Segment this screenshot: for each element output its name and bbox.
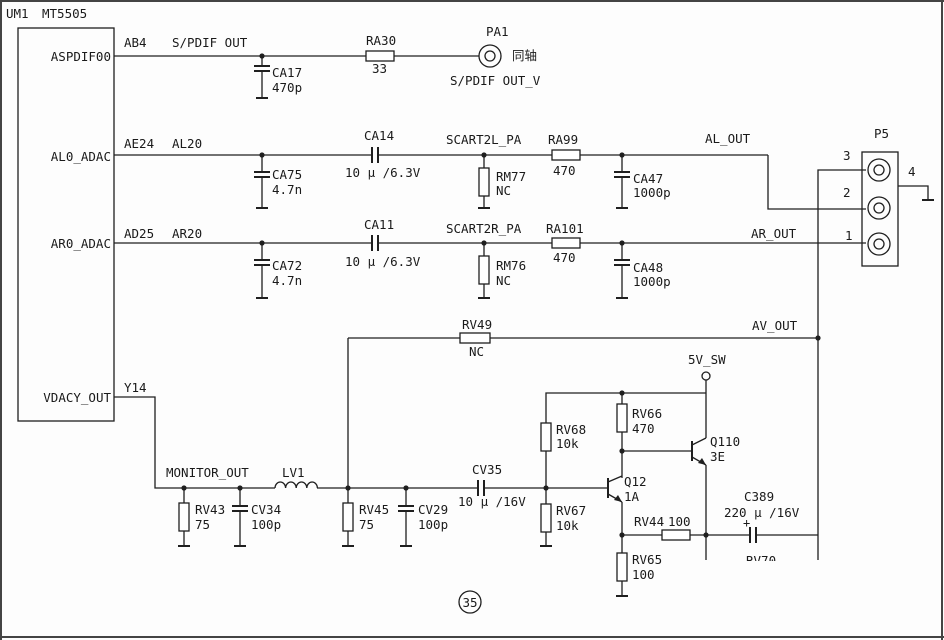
component-value: 10k [556, 518, 579, 533]
ic-part: MT5505 [42, 6, 87, 21]
component-value: 100p [418, 517, 448, 532]
pin-number: 2 [843, 185, 851, 200]
component-value: 10 μ /6.3V [345, 165, 421, 180]
component-value: 470 [553, 250, 576, 265]
av-out-bus: RV49 NC AV_OUT [347, 317, 821, 488]
component-value: 1A [624, 489, 640, 504]
component-value: 10 μ /16V [458, 494, 526, 509]
component-value: 10k [556, 436, 579, 451]
component-value: 75 [359, 517, 374, 532]
net-label: SCART2R_PA [446, 221, 522, 236]
ic-ref: UM1 [6, 6, 29, 21]
component-ref: LV1 [282, 465, 305, 480]
component-value: 10 μ /6.3V [345, 254, 421, 269]
video-circuit: MONITOR_OUT LV1 RV43 75 CV34 100p RV45 7… [114, 352, 818, 597]
component-ref: RM77 [496, 169, 526, 184]
connector-ref: P5 [874, 126, 889, 141]
component-ref: RV49 [462, 317, 492, 332]
net-label: AR_OUT [751, 226, 797, 241]
component-ref: RV65 [632, 552, 662, 567]
component-ref: Q12 [624, 474, 647, 489]
component-value: 470 [553, 163, 576, 178]
pin-name: ASPDIF00 [51, 49, 111, 64]
component-ref: CA48 [633, 260, 663, 275]
component-ref: RV44 [634, 514, 664, 529]
audio-left-circuit: AL20 CA14 10 μ /6.3V CA75 4.7n SCART2L_P… [114, 128, 866, 210]
connector-p5: P5 1 2 3 4 [817, 126, 934, 560]
pin-name: AR0_ADAC [51, 236, 111, 251]
component-ref: RV67 [556, 503, 586, 518]
net-label: AR20 [172, 226, 202, 241]
page-number-text: 35 [462, 595, 477, 610]
ic-um1: UM1 MT5505 ASPDIF00 AL0_ADAC AR0_ADAC VD… [6, 6, 154, 422]
pin-number: Y14 [124, 380, 147, 395]
net-label: AL20 [172, 136, 202, 151]
net-label: S/PDIF OUT_V [450, 73, 541, 88]
pin-name: VDACY_OUT [43, 390, 111, 405]
component-value: 1000p [633, 185, 671, 200]
component-ref: Q110 [710, 434, 740, 449]
pin-number: AB4 [124, 35, 147, 50]
component-ref: RV45 [359, 502, 389, 517]
connector-label: 同轴 [512, 48, 537, 63]
component-ref: RA101 [546, 221, 584, 236]
net-label: AL_OUT [705, 131, 751, 146]
pin-number: AD25 [124, 226, 154, 241]
component-value: 100 [632, 567, 655, 582]
net-label: SCART2L_PA [446, 132, 522, 147]
component-value: 4.7n [272, 273, 302, 288]
svg-text:+: + [743, 516, 750, 530]
component-value: 220 μ /16V [724, 505, 800, 520]
component-ref: CA47 [633, 171, 663, 186]
component-ref: RV66 [632, 406, 662, 421]
component-value: 470p [272, 80, 302, 95]
net-label: AV_OUT [752, 318, 798, 333]
component-value: 75 [195, 517, 210, 532]
component-ref: CA75 [272, 167, 302, 182]
component-ref: CV34 [251, 502, 281, 517]
component-value: NC [496, 273, 511, 288]
pin-name: AL0_ADAC [51, 149, 111, 164]
component-ref: RV43 [195, 502, 225, 517]
pin-number: 1 [845, 228, 853, 243]
component-ref: RV68 [556, 422, 586, 437]
component-ref: CV35 [472, 462, 502, 477]
component-value: 4.7n [272, 182, 302, 197]
component-ref: CV29 [418, 502, 448, 517]
component-value: 33 [372, 61, 387, 76]
component-ref: RA99 [548, 132, 578, 147]
net-label: S/PDIF OUT [172, 35, 248, 50]
component-ref: C389 [744, 489, 774, 504]
page-number: 35 [458, 590, 482, 614]
audio-right-circuit: AR20 CA11 10 μ /6.3V CA72 4.7n SCART2R_P… [114, 217, 866, 299]
spdif-circuit: S/PDIF OUT CA17 470p RA30 33 PA1 同轴 S/PD… [114, 24, 541, 99]
net-label: 5V_SW [688, 352, 726, 367]
component-value: NC [496, 183, 511, 198]
pin-number: AE24 [124, 136, 154, 151]
pin-number: 4 [908, 164, 916, 179]
component-ref: RM76 [496, 258, 526, 273]
pin-number: 3 [843, 148, 851, 163]
component-ref: CA14 [364, 128, 394, 143]
component-value: 1000p [633, 274, 671, 289]
component-value: 100p [251, 517, 281, 532]
component-value: 3E [710, 449, 725, 464]
component-value: 470 [632, 421, 655, 436]
component-value: NC [469, 344, 484, 359]
net-label: MONITOR_OUT [166, 465, 249, 480]
component-ref: CA11 [364, 217, 394, 232]
connector-ref: PA1 [486, 24, 509, 39]
component-ref: RA30 [366, 33, 396, 48]
component-value: 100 [668, 514, 691, 529]
component-ref: CA72 [272, 258, 302, 273]
component-ref: CA17 [272, 65, 302, 80]
